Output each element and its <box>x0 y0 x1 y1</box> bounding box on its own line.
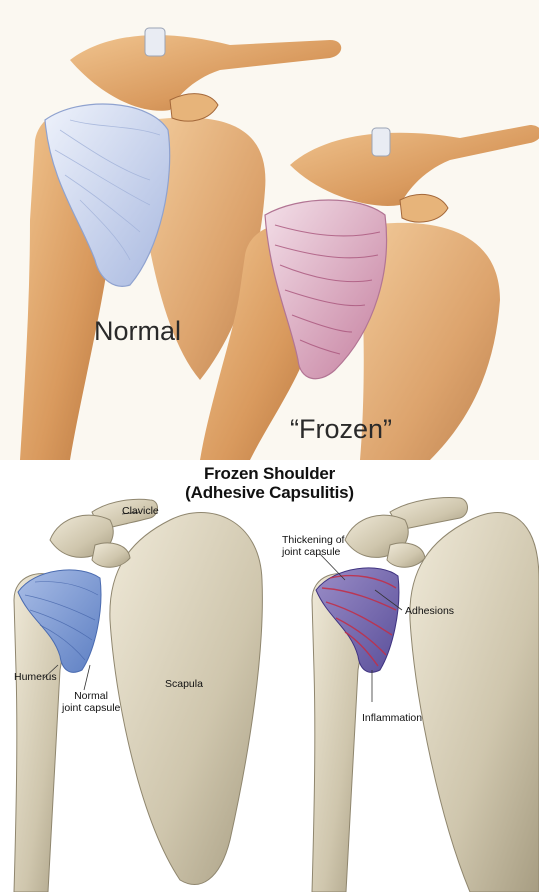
label-normal-capsule-line2: joint capsule <box>62 702 120 714</box>
label-humerus: Humerus <box>14 671 57 683</box>
label-normal-capsule: Normal joint capsule <box>62 690 120 714</box>
normal-label: Normal <box>94 316 181 347</box>
diagram-illustration <box>0 460 539 892</box>
top-illustration-panel: Normal “Frozen” <box>0 0 539 460</box>
label-normal-capsule-line1: Normal <box>62 690 120 702</box>
label-adhesions: Adhesions <box>405 605 454 617</box>
top-illustration <box>0 0 539 460</box>
frozen-label: “Frozen” <box>290 414 392 445</box>
frozen-shoulder-diagram <box>312 498 539 892</box>
bottom-diagram-panel: Frozen Shoulder (Adhesive Capsulitis) <box>0 460 539 892</box>
label-thickening-line1: Thickening of <box>282 534 344 546</box>
label-clavicle: Clavicle <box>122 505 159 517</box>
normal-shoulder-diagram <box>14 499 262 892</box>
label-inflammation: Inflammation <box>362 712 422 724</box>
label-scapula: Scapula <box>165 678 203 690</box>
label-thickening-line2: joint capsule <box>282 546 344 558</box>
label-thickening: Thickening of joint capsule <box>282 534 344 558</box>
